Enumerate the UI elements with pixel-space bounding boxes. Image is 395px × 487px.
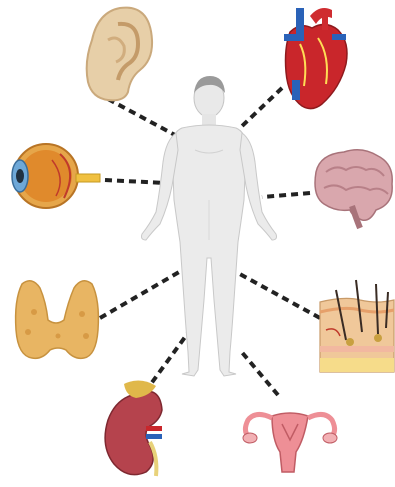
kidney-icon [105, 380, 162, 476]
skin-icon [320, 280, 394, 372]
ear-icon [87, 8, 152, 101]
connector-thyroid [100, 268, 186, 318]
eye-icon [12, 144, 100, 208]
connector-heart [240, 88, 282, 128]
heart-icon [284, 8, 347, 109]
connector-eye [105, 180, 165, 183]
brain-icon [315, 150, 392, 228]
connector-ear [108, 99, 175, 135]
connector-skin [238, 273, 320, 318]
connector-brain [262, 193, 310, 197]
human-body [142, 76, 277, 376]
uterus-icon [243, 413, 337, 472]
connector-kidney [145, 333, 188, 392]
thyroid-icon [16, 281, 99, 359]
connector-uterus [240, 350, 278, 395]
